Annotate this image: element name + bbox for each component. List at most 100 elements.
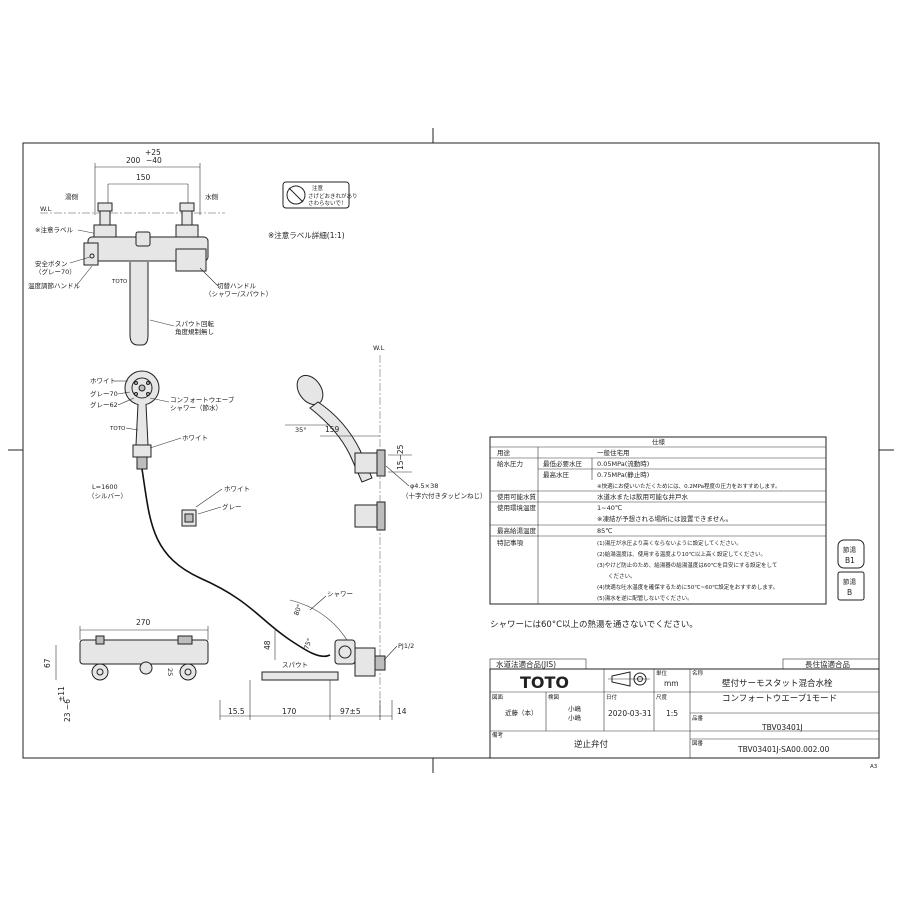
caution-caption: ※注意ラベル詳細(1:1) — [268, 230, 345, 240]
dim-150: 150 — [136, 173, 151, 182]
spec-row-4-value: 水道水または飲用可能な井戸水 — [597, 492, 689, 501]
product-name-2: コンフォートウエーブ1モード — [722, 693, 837, 704]
label-hot-side: 湯側 — [65, 192, 79, 201]
dim-plus-minus-11: ±11 — [57, 686, 66, 702]
projection-symbol-icon — [608, 671, 650, 687]
label-screw: φ4.5×38 — [410, 482, 438, 490]
spec-header: 仕様 — [652, 437, 666, 446]
drawn-label: 図面 — [492, 694, 504, 701]
spec-row-1-key: 用途 — [497, 448, 511, 457]
sheet-size: A3 — [870, 764, 878, 770]
label-wl-side: W.L — [373, 344, 385, 352]
label-spout: スパウト — [282, 661, 308, 669]
dim-80-degree: 80° — [292, 603, 303, 617]
dim-200: 200 — [126, 156, 141, 165]
shower-head-side — [296, 374, 324, 406]
label-gray: グレー — [222, 502, 242, 511]
spec-row-2-key: 給水圧力 — [497, 459, 523, 468]
svg-text:B: B — [847, 588, 852, 597]
spec-row-3-subkey: 最高水圧 — [543, 470, 570, 479]
remarks-value: 逆止弁付 — [574, 739, 609, 750]
spec-table: 仕様 用途 一般住宅用 給水圧力 最低必要水圧 0.05MPa(流動時) 最高水… — [489, 436, 827, 605]
spec-notes-key: 特記事項 — [497, 538, 524, 547]
spec-row-3-note: ※快適にお使いいただくためには、0.2MPa程度の圧力をおすすめします。 — [597, 482, 781, 490]
date-value: 2020-03-31 — [608, 709, 652, 718]
check-value-2: 小嶋 — [568, 713, 582, 722]
dim-35-degree: 35° — [295, 426, 307, 434]
svg-text:B1: B1 — [845, 556, 855, 565]
caution-title: 注意 — [312, 184, 324, 192]
scale-value: 1:5 — [666, 709, 678, 718]
dim-270: 270 — [136, 618, 151, 627]
dim-14: 14 — [397, 707, 407, 716]
label-caution: ※注意ラベル — [35, 225, 73, 234]
caution-label-detail: 注意 さげどおきれがあり さわらないで！ ※注意ラベル詳細(1:1) — [268, 181, 358, 240]
label-white-2: ホワイト — [182, 434, 208, 442]
dim-25-vertical: 25 — [166, 668, 174, 676]
stamp-b — [837, 571, 865, 601]
spec-note-3b: ください。 — [597, 573, 636, 580]
caution-label-box — [282, 181, 350, 209]
dim-15-25: 15~25 — [396, 444, 405, 470]
label-gray70: グレー70 — [90, 389, 118, 398]
label-switch-handle-sub: （シャワー/スパウト） — [205, 290, 272, 298]
label-spout-rotation-1: スパウト回転 — [175, 320, 215, 328]
label-white: ホワイト — [90, 377, 116, 385]
spec-note-3: (3)やけど防止のため、給湯器の給湯温度は60℃を目安にする設定をして — [597, 561, 777, 569]
drawing-no-label: 図番 — [692, 740, 704, 747]
spec-row-5-key: 使用環境温度 — [497, 503, 537, 512]
spec-row-1-value: 一般住宅用 — [597, 448, 630, 457]
date-label: 日付 — [606, 693, 618, 701]
spec-row-2-value: 0.05MPa(流動時) — [597, 459, 649, 468]
unit-label: 単位 — [656, 669, 668, 677]
label-safety-button: 安全ボタン — [35, 259, 68, 268]
label-pj: PJ1/2 — [398, 642, 414, 650]
label-toto-small: TOTO — [111, 279, 128, 285]
side-view: W.L 35° 159 15~25 φ4.5×38 （十字穴付きタッピンねじ） — [285, 344, 487, 720]
dim-minus40: −40 — [146, 156, 162, 165]
spec-note-2: (2)給湯温度は、使用する温度より10℃以上高く設定してください。 — [597, 550, 766, 558]
label-cold-side: 水側 — [205, 192, 219, 201]
spec-row-6-value: 85℃ — [597, 527, 613, 535]
label-safety-button-color: （グレー70） — [35, 267, 76, 276]
spec-row-6-key: 最高給湯温度 — [497, 526, 537, 535]
spec-note-5: (5)湯水を逆に配管しないでください。 — [597, 594, 693, 602]
svg-text:節湯: 節湯 — [843, 577, 857, 586]
name-label: 名称 — [692, 669, 704, 677]
check-label: 検図 — [548, 693, 560, 701]
no-touch-icon — [286, 185, 306, 205]
dim-75-degree: 75° — [302, 637, 313, 651]
label-white-3: ホワイト — [224, 485, 250, 493]
dim-67: 67 — [43, 658, 52, 668]
front-view: 270 67 ±11 23 −6 25 シャワー 80° 75° 48 スパウト… — [43, 590, 414, 722]
caution-line-1: さげどおきれがあり — [308, 192, 358, 200]
dim-159: 159 — [325, 425, 340, 434]
product-name-1: 壁付サーモスタット混合水栓 — [722, 678, 833, 689]
spec-row-3-value: 0.75MPa(静止時) — [597, 470, 649, 479]
toto-logo: TOTO — [520, 673, 569, 692]
spec-row-5-value: 1~40℃ — [597, 504, 622, 512]
scale-label: 尺度 — [656, 693, 668, 701]
remarks-label: 備考 — [492, 731, 504, 739]
jis-label: 水道法適合品(JIS) — [496, 659, 556, 669]
title-block: 水道法適合品(JIS) 長住協適合品 TOTO 単位 mm 名称 壁付サーモスタ… — [489, 658, 880, 759]
shower-head-view: ホワイト グレー70 グレー62 コンフォートウエーブ シャワー（節水） TOT… — [88, 370, 331, 658]
label-wl: W.L — [40, 205, 52, 213]
svg-text:節湯: 節湯 — [843, 545, 857, 554]
drawn-value: 近藤（本） — [505, 708, 538, 717]
spec-row-4-key: 使用可能水質 — [497, 492, 537, 501]
label-screw-type: （十字穴付きタッピンねじ） — [402, 491, 487, 500]
label-toto-shower: TOTO — [109, 426, 126, 432]
label-hose-length: L=1600 — [92, 483, 118, 491]
product-code: TBV03401J — [761, 723, 803, 732]
spec-note-4: (4)快適な吐水温度を確保するために50℃~60℃設定をおすすめします。 — [597, 583, 778, 591]
drawing-no-value: TBV03401J-SA00.002.00 — [737, 745, 830, 754]
label-spout-rotation-2: 角度規制無し — [175, 327, 214, 336]
label-temp-handle: 温度調節ハンドル — [28, 281, 81, 290]
unit-value: mm — [664, 679, 679, 688]
spec-note-1: (1)湯圧が水圧より高くならないように設定してください。 — [597, 539, 742, 547]
top-view: +25 200 −40 150 湯側 水側 W.L ※注意ラベル 安全ボタン （… — [28, 148, 272, 346]
dim-170: 170 — [282, 707, 297, 716]
spec-row-2-subkey: 最低必要水圧 — [543, 459, 583, 468]
